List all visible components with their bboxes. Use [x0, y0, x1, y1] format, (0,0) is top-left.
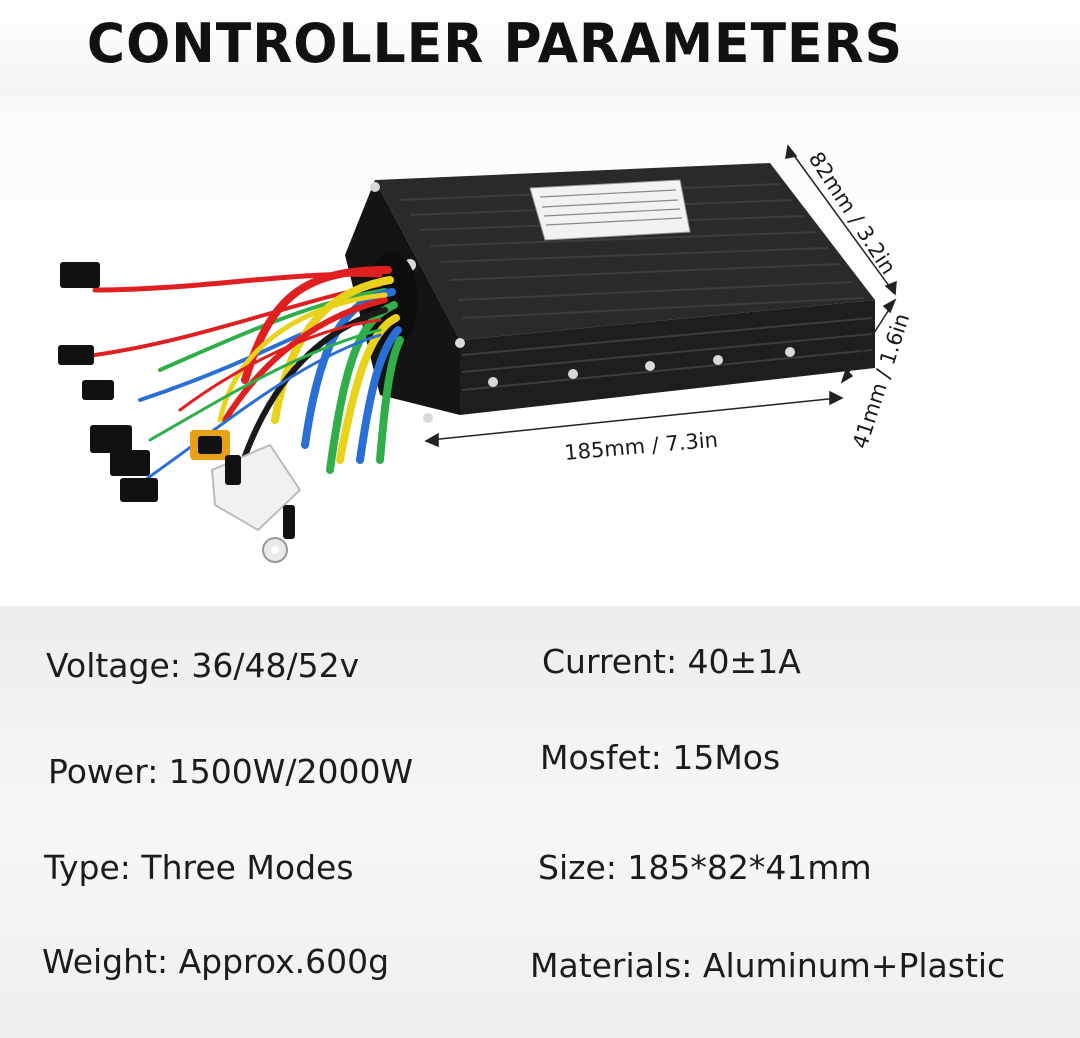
title-band [0, 0, 1080, 96]
product-image-area: 82mm / 3.2in 41mm / 1.6in 185mm / 7.3in [0, 96, 1080, 602]
screw-heads [370, 182, 795, 423]
wire-connectors [58, 262, 302, 563]
page-title: CONTROLLER PARAMETERS [86, 12, 904, 76]
spec-power: Power: 1500W/2000W [48, 752, 414, 791]
spec-materials: Materials: Aluminum+Plastic [530, 946, 1006, 985]
spec-panel: Voltage: 36/48/52v Current: 40±1A Power:… [0, 606, 1080, 1038]
spec-mosfet: Mosfet: 15Mos [540, 738, 781, 777]
dimension-lines [424, 144, 897, 448]
spec-weight: Weight: Approx.600g [42, 942, 390, 981]
spec-size: Size: 185*82*41mm [538, 848, 872, 887]
controller-housing-front [460, 300, 875, 415]
spec-current: Current: 40±1A [542, 642, 801, 681]
spec-type: Type: Three Modes [44, 848, 354, 887]
controller-housing-top [375, 163, 875, 340]
controller-illustration: 82mm / 3.2in 41mm / 1.6in 185mm / 7.3in [58, 144, 914, 563]
length-dimension-label: 185mm / 7.3in [563, 428, 718, 465]
label-text-lines [539, 189, 683, 226]
heat-sink-fins [399, 183, 873, 391]
wire-harness [92, 266, 404, 482]
spec-voltage: Voltage: 36/48/52v [46, 646, 360, 685]
